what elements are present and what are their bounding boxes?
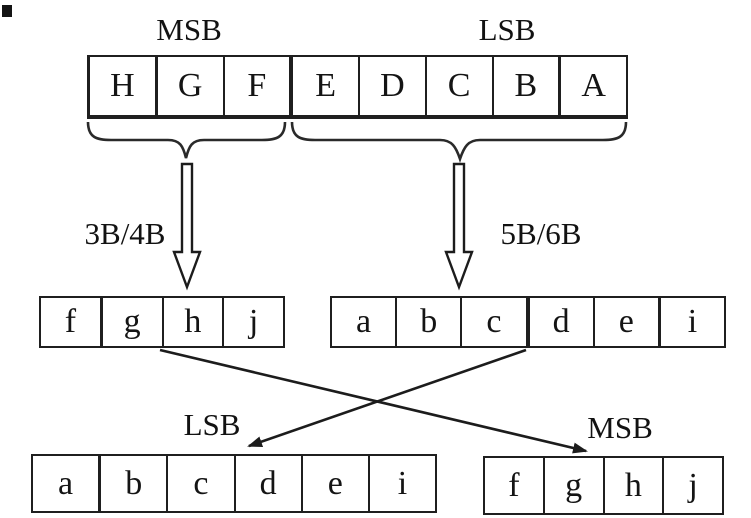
bit-cell-h-out: h bbox=[602, 458, 663, 513]
bit-cell-B: B bbox=[491, 57, 559, 115]
bit-cell-b-out: b bbox=[98, 456, 166, 511]
encoder-3b4b-label: 3B/4B bbox=[84, 216, 166, 251]
bit-cell-g-mid: g bbox=[99, 298, 162, 346]
bit-cell-D: D bbox=[358, 57, 425, 115]
brace-lsb-group bbox=[290, 121, 628, 164]
bit-cell-j-mid: j bbox=[222, 298, 283, 346]
encoded-fghj-row: f g h j bbox=[39, 296, 285, 348]
bit-cell-g-out: g bbox=[542, 458, 603, 513]
cross-arrow-to-lsb bbox=[247, 348, 527, 448]
bit-cell-F: F bbox=[222, 57, 290, 115]
hollow-arrow-3b4b bbox=[172, 162, 202, 291]
hollow-arrow-5b6b bbox=[444, 162, 474, 291]
encoder-5b6b-label: 5B/6B bbox=[500, 216, 582, 251]
bit-cell-h-mid: h bbox=[161, 298, 223, 346]
brace-msb-group bbox=[86, 121, 287, 159]
lsb-label-top: LSB bbox=[478, 12, 536, 47]
bit-cell-f-mid: f bbox=[64, 303, 77, 340]
bit-cell-b-mid: b bbox=[395, 298, 460, 346]
bit-cell-i-out: i bbox=[367, 456, 435, 511]
bit-cell-E: E bbox=[289, 57, 358, 115]
encoded-abcdei-row: a b c d e i bbox=[330, 296, 726, 348]
bit-cell-C: C bbox=[424, 57, 492, 115]
bit-cell-d-out: d bbox=[233, 456, 301, 511]
output-lsb-row: a b c d e i bbox=[31, 454, 437, 513]
bit-cell-c-mid: c bbox=[460, 298, 525, 346]
bit-cell-A: A bbox=[558, 57, 626, 115]
bit-cell-f-out: f bbox=[508, 466, 520, 504]
corner-artifact-mark bbox=[2, 5, 12, 17]
bit-cell-j-out: j bbox=[662, 458, 722, 513]
input-byte-row: H G F E D C B A bbox=[87, 55, 628, 119]
bit-cell-c-out: c bbox=[166, 456, 233, 511]
bit-cell-H: H bbox=[110, 67, 135, 104]
bit-cell-e-out: e bbox=[300, 456, 368, 511]
msb-label-bottom: MSB bbox=[587, 410, 653, 445]
bit-cell-a-out: a bbox=[58, 464, 74, 502]
msb-label-top: MSB bbox=[156, 12, 222, 47]
bit-cell-a-mid: a bbox=[356, 303, 372, 340]
bit-cell-i-mid: i bbox=[657, 298, 724, 346]
bit-cell-e-mid: e bbox=[592, 298, 658, 346]
lsb-label-bottom: LSB bbox=[183, 407, 241, 442]
bit-cell-d-mid: d bbox=[525, 298, 593, 346]
bit-cell-G: G bbox=[154, 57, 223, 115]
output-msb-row: f g h j bbox=[483, 456, 724, 515]
